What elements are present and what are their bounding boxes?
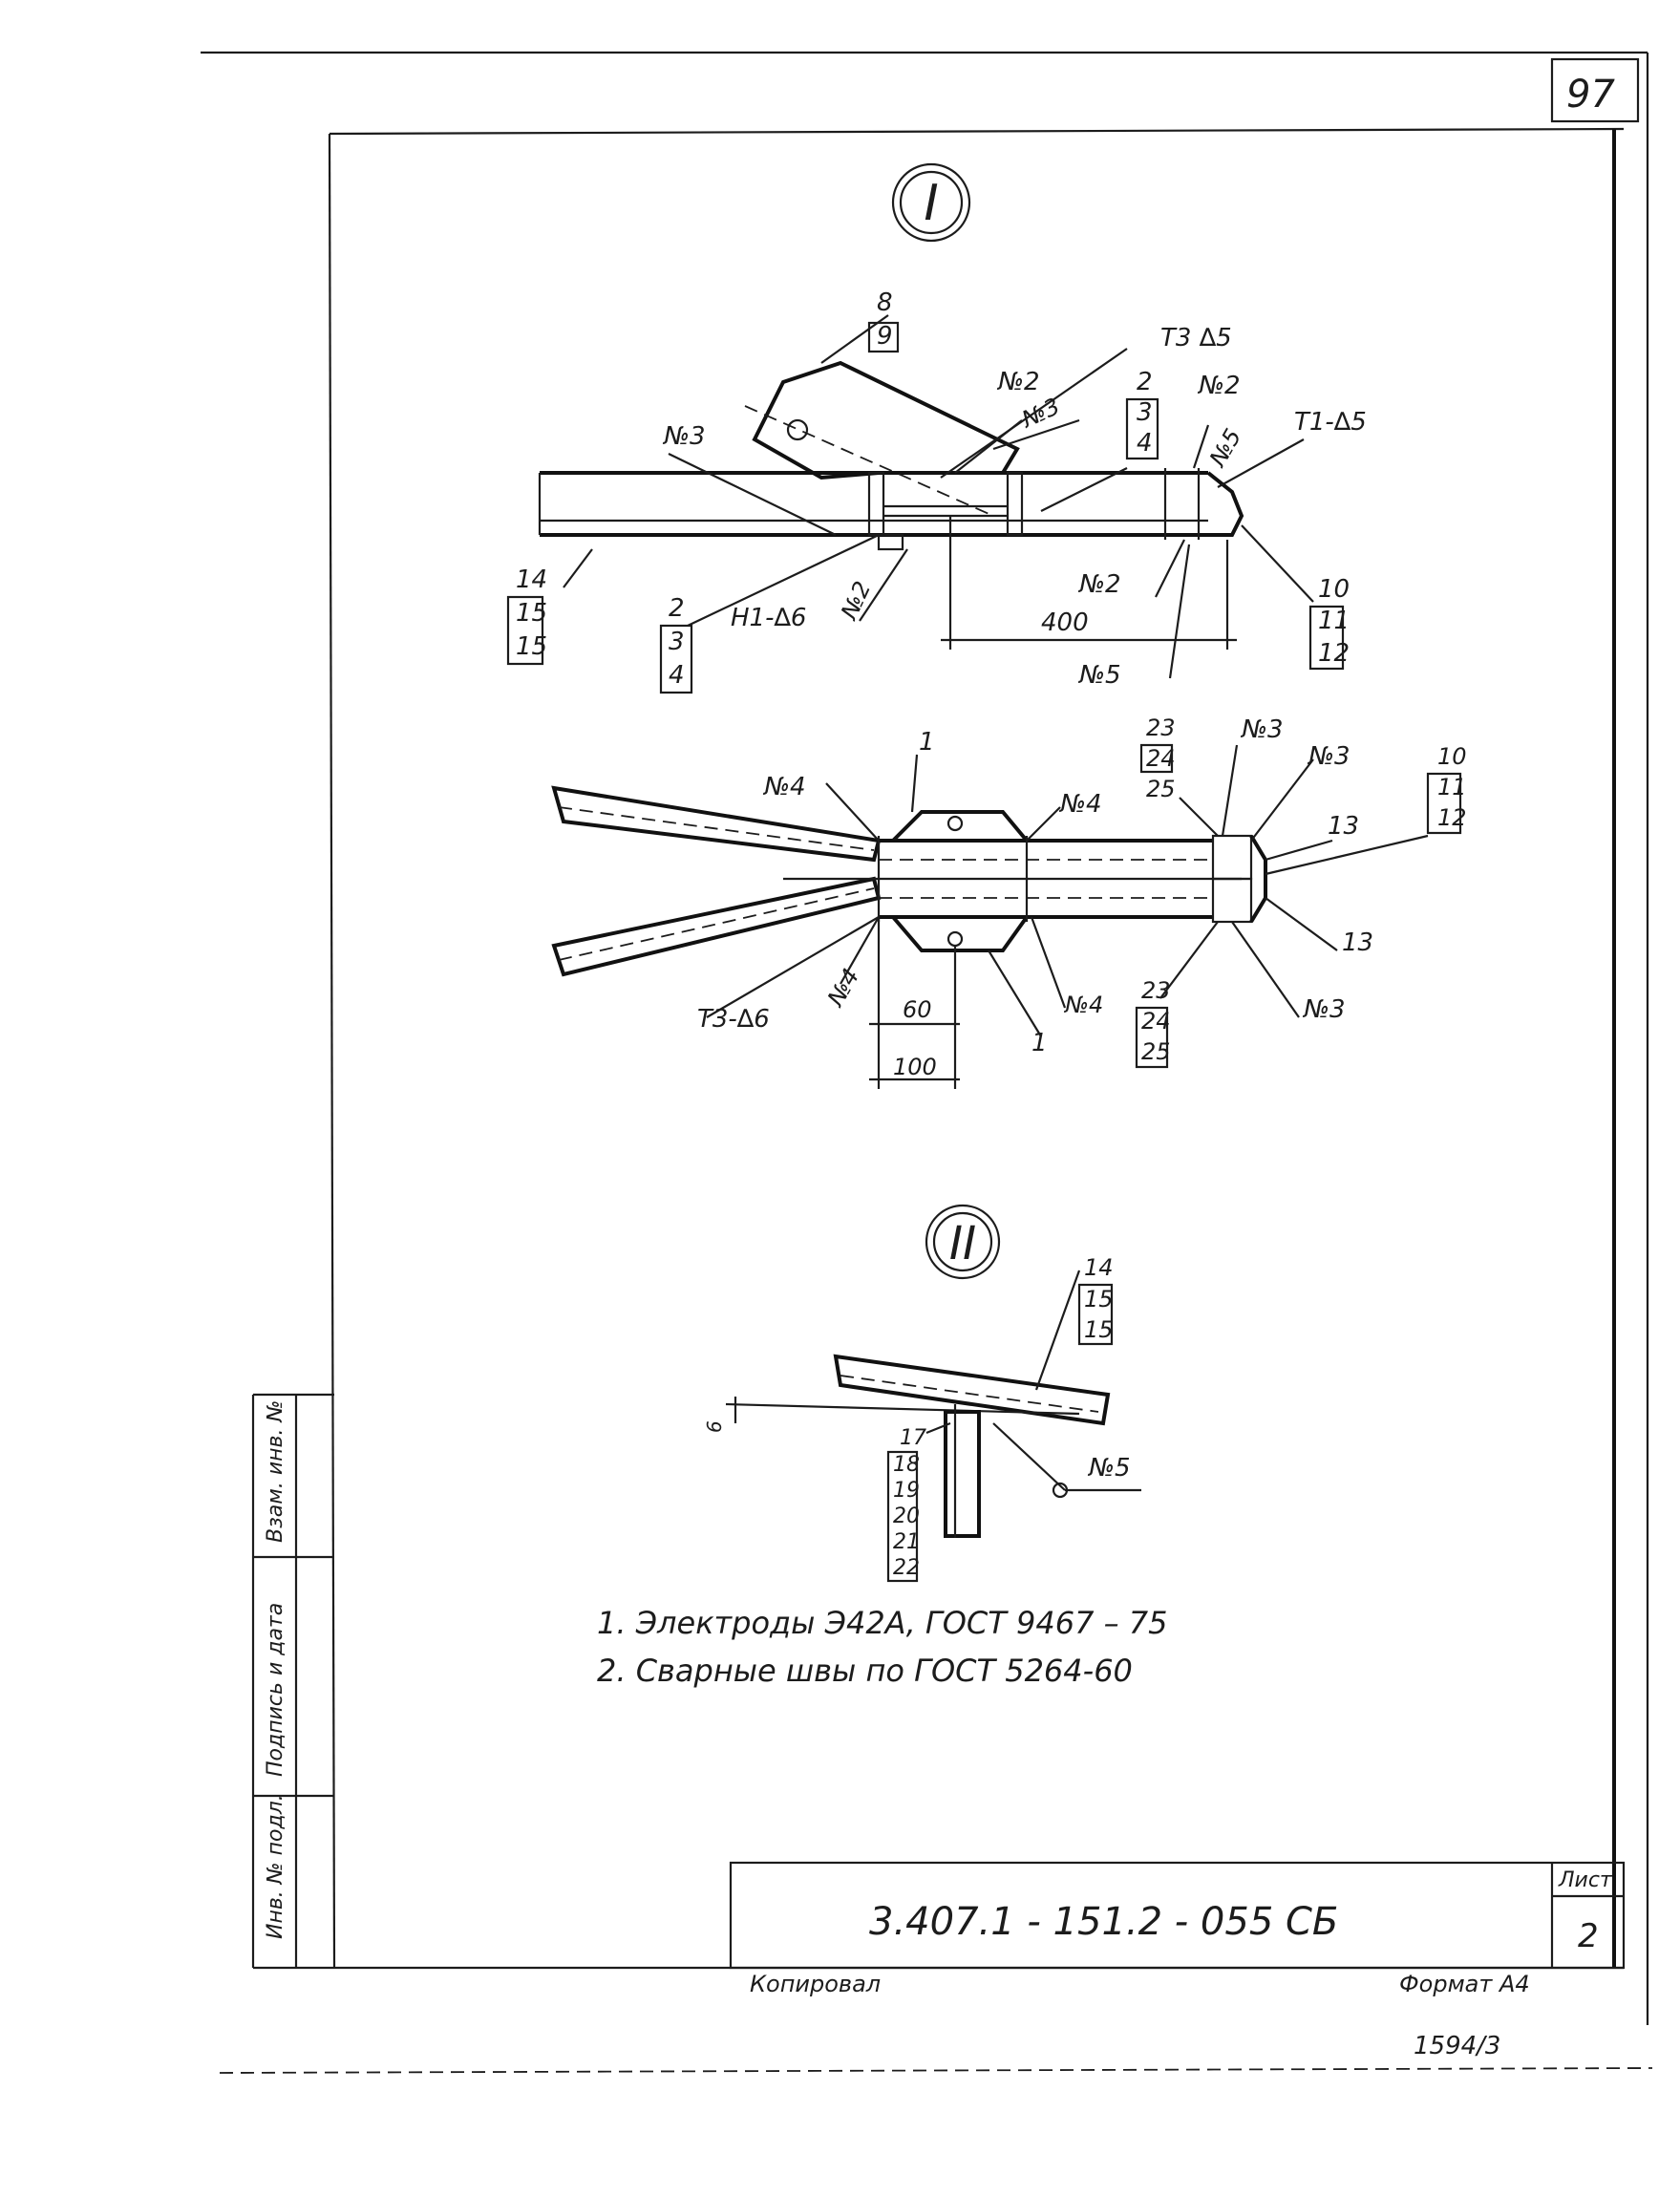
label-p4a: 4 <box>1137 429 1153 458</box>
label-p1-top: 1 <box>919 728 935 757</box>
label-p24a: 24 <box>1146 745 1176 772</box>
note-1: 1. Электроды Э42А, ГОСТ 9467 – 75 <box>597 1605 1167 1641</box>
label-p12: 12 <box>1318 639 1350 668</box>
view-2-labels: 14 15 15 6 17 18 19 20 21 22 №5 <box>703 1254 1131 1583</box>
label-p4b: 4 <box>669 661 685 690</box>
label-n3-b: №3 <box>1307 742 1350 771</box>
label-dim-100: 100 <box>893 1054 937 1080</box>
view-2-geometry <box>725 1270 1141 1538</box>
view-1-geometry <box>538 314 1314 679</box>
label-v2-p17: 17 <box>900 1426 926 1450</box>
svg-text:II: II <box>949 1217 976 1270</box>
footer-copied: Копировал <box>750 1971 881 1997</box>
label-h1a6: Н1-∆6 <box>731 604 806 632</box>
label-n2-right: №2 <box>1197 372 1241 400</box>
sheet-corner-number: 97 <box>1566 73 1615 117</box>
side-stamp-1: Инв. № подл. <box>264 1794 287 1939</box>
sheet-number: 2 <box>1578 1917 1599 1955</box>
label-n5-diag: №5 <box>1203 424 1246 473</box>
label-n5-bottom: №5 <box>1077 661 1121 690</box>
svg-text:I: I <box>924 175 938 232</box>
label-n2-top: №2 <box>996 368 1040 396</box>
label-n4-diag: №4 <box>821 964 864 1013</box>
label-v2-p14: 14 <box>1084 1254 1114 1281</box>
label-v2-p22: 22 <box>893 1556 920 1580</box>
side-stamp-2: Подпись и дата <box>264 1603 287 1777</box>
label-v2-p19: 19 <box>893 1479 920 1503</box>
sheet-label: Лист <box>1558 1868 1613 1892</box>
view-1-marker: I <box>891 162 971 243</box>
view-1-labels: 8 9 Т3 ∆5 №2 №3 2 3 4 №2 №5 Т1-∆5 №3 14 … <box>506 288 1367 694</box>
label-p2a: 2 <box>1137 368 1153 396</box>
label-p24b: 24 <box>1141 1008 1171 1035</box>
label-p11: 11 <box>1318 607 1350 635</box>
label-v2-p16: 15 <box>1084 1316 1114 1343</box>
note-2: 2. Сварные швы по ГОСТ 5264-60 <box>597 1653 1133 1689</box>
label-n3-left: №3 <box>662 422 706 451</box>
label-v2-dim-6: 6 <box>703 1420 726 1433</box>
label-n3-c: №3 <box>1302 995 1346 1024</box>
label-p8: 8 <box>877 288 893 317</box>
view-2-marker: II <box>925 1204 1001 1280</box>
label-p23a: 23 <box>1146 715 1176 741</box>
label-t1a5: Т1-∆5 <box>1294 408 1367 437</box>
label-p3b: 3 <box>669 628 685 656</box>
label-p10-plan: 10 <box>1437 743 1467 770</box>
label-p14: 14 <box>516 566 547 594</box>
title-block <box>729 1861 1626 1970</box>
label-p12-plan: 12 <box>1437 804 1467 831</box>
footer-format: Формат А4 <box>1399 1971 1530 1997</box>
label-p3a: 3 <box>1137 398 1153 427</box>
label-n3-a: №3 <box>1240 715 1284 744</box>
label-v2-p18: 18 <box>893 1453 920 1477</box>
label-n2-bottom: №2 <box>1077 570 1121 599</box>
label-dim-400: 400 <box>1041 608 1089 637</box>
label-p25b: 25 <box>1141 1038 1171 1065</box>
label-v2-n5: №5 <box>1087 1454 1131 1483</box>
label-p23b: 23 <box>1141 977 1171 1004</box>
label-p11-plan: 11 <box>1437 774 1467 800</box>
label-p25a: 25 <box>1146 776 1176 802</box>
label-p1-bottom: 1 <box>1031 1029 1048 1057</box>
plan-view-geometry <box>551 744 1429 1089</box>
label-n4-left: №4 <box>762 773 806 801</box>
plan-view-labels: 1 №4 №4 23 24 25 №3 №3 10 11 12 13 13 Т3… <box>697 715 1467 1080</box>
label-p9: 9 <box>877 322 893 351</box>
label-v2-p20: 20 <box>893 1504 920 1528</box>
label-n4-right: №4 <box>1058 790 1102 819</box>
label-p13b: 13 <box>1342 928 1373 957</box>
sheet-frame <box>201 51 1649 2025</box>
label-n2-diag: №2 <box>835 577 876 625</box>
label-t3a6: Т3-∆6 <box>697 1005 770 1034</box>
drawing-designation: 3.407.1 - 151.2 - 055 СБ <box>869 1900 1338 1944</box>
label-dim-60: 60 <box>903 996 932 1023</box>
label-n4-lower: №4 <box>1063 992 1103 1018</box>
label-t3a5: Т3 ∆5 <box>1160 324 1232 352</box>
label-p2b: 2 <box>669 594 685 623</box>
label-v2-p15: 15 <box>1084 1286 1114 1312</box>
archive-number: 1594/3 <box>1414 2032 1500 2060</box>
side-stamp-3: Взам. инв. № <box>264 1400 287 1543</box>
label-v2-p21: 21 <box>893 1530 920 1554</box>
label-p10: 10 <box>1318 575 1350 604</box>
label-p13a: 13 <box>1328 812 1359 841</box>
